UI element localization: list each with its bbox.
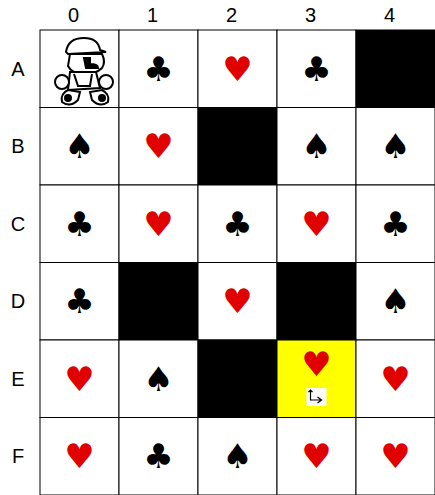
card-suit: ♥ bbox=[143, 207, 173, 241]
board-cell bbox=[356, 185, 435, 263]
card-suit: ♥ bbox=[64, 362, 94, 396]
card-suit: ♠ bbox=[380, 284, 410, 318]
board-cell bbox=[119, 108, 198, 186]
board-cell bbox=[277, 185, 356, 263]
board-cell bbox=[198, 340, 277, 418]
board-cell bbox=[356, 340, 435, 418]
board-cell bbox=[198, 30, 277, 108]
column-header: 0 bbox=[68, 5, 79, 25]
card-suit: ♣ bbox=[380, 207, 410, 241]
card-suit: ♠ bbox=[301, 129, 331, 163]
column-header: 3 bbox=[305, 5, 316, 25]
row-header: E bbox=[11, 369, 24, 389]
board-cell bbox=[40, 418, 119, 495]
board-cell bbox=[356, 418, 435, 495]
board-cell bbox=[40, 108, 119, 186]
board-cell bbox=[40, 30, 119, 108]
card-suit: ♥ bbox=[301, 347, 331, 381]
board-cell bbox=[119, 263, 198, 341]
sprite-part bbox=[74, 74, 92, 86]
card-suit: ♥ bbox=[222, 284, 252, 318]
sprite-part bbox=[90, 90, 108, 105]
board-cell bbox=[356, 30, 435, 108]
card-suit: ♥ bbox=[301, 207, 331, 241]
board-cell bbox=[277, 108, 356, 186]
board-cell bbox=[40, 263, 119, 341]
card-suit: ♥ bbox=[301, 439, 331, 473]
sprite-part bbox=[99, 75, 113, 89]
card-suit: ♠ bbox=[222, 439, 252, 473]
card-suit: ♠ bbox=[64, 129, 94, 163]
board-cell bbox=[198, 418, 277, 495]
row-header: D bbox=[11, 291, 25, 311]
board-cell bbox=[198, 263, 277, 341]
card-suit: ♣ bbox=[143, 52, 173, 86]
card-suit: ♣ bbox=[301, 52, 331, 86]
column-header: 4 bbox=[384, 5, 395, 25]
board-cell bbox=[119, 340, 198, 418]
row-header: C bbox=[11, 214, 25, 234]
board-cell bbox=[356, 108, 435, 186]
sprite-part bbox=[55, 75, 69, 89]
board-cell bbox=[40, 185, 119, 263]
card-suit: ♥ bbox=[222, 52, 252, 86]
board-cell bbox=[40, 340, 119, 418]
board-cell bbox=[277, 418, 356, 495]
board-cell bbox=[198, 108, 277, 186]
board-cell bbox=[119, 185, 198, 263]
player-sprite bbox=[55, 38, 113, 105]
card-suit: ♣ bbox=[222, 207, 252, 241]
sprite-part bbox=[65, 95, 71, 101]
icon-ground bbox=[307, 388, 327, 406]
card-suit: ♣ bbox=[64, 284, 94, 318]
row-header: F bbox=[12, 446, 24, 466]
sprite-part bbox=[66, 38, 106, 54]
move-icon bbox=[309, 390, 322, 403]
board-cell bbox=[356, 263, 435, 341]
sprite-part bbox=[99, 95, 105, 101]
board-cell bbox=[119, 30, 198, 108]
card-suit: ♣ bbox=[64, 207, 94, 241]
board-cell bbox=[277, 263, 356, 341]
board-cell bbox=[119, 418, 198, 495]
sprite-part bbox=[84, 58, 98, 68]
sprite-part bbox=[62, 90, 80, 105]
card-suit: ♥ bbox=[64, 439, 94, 473]
card-suit: ♥ bbox=[380, 362, 410, 396]
row-header: A bbox=[11, 59, 24, 79]
board-cell bbox=[277, 30, 356, 108]
column-header: 1 bbox=[147, 5, 158, 25]
card-suit: ♠ bbox=[143, 362, 173, 396]
card-suit: ♥ bbox=[380, 439, 410, 473]
card-suit: ♣ bbox=[143, 439, 173, 473]
card-suit: ♥ bbox=[143, 129, 173, 163]
board-cell bbox=[198, 185, 277, 263]
board-cell bbox=[277, 340, 356, 418]
column-header: 2 bbox=[226, 5, 237, 25]
sprite-part bbox=[68, 72, 100, 90]
card-suit: ♠ bbox=[380, 129, 410, 163]
row-header: B bbox=[11, 136, 24, 156]
